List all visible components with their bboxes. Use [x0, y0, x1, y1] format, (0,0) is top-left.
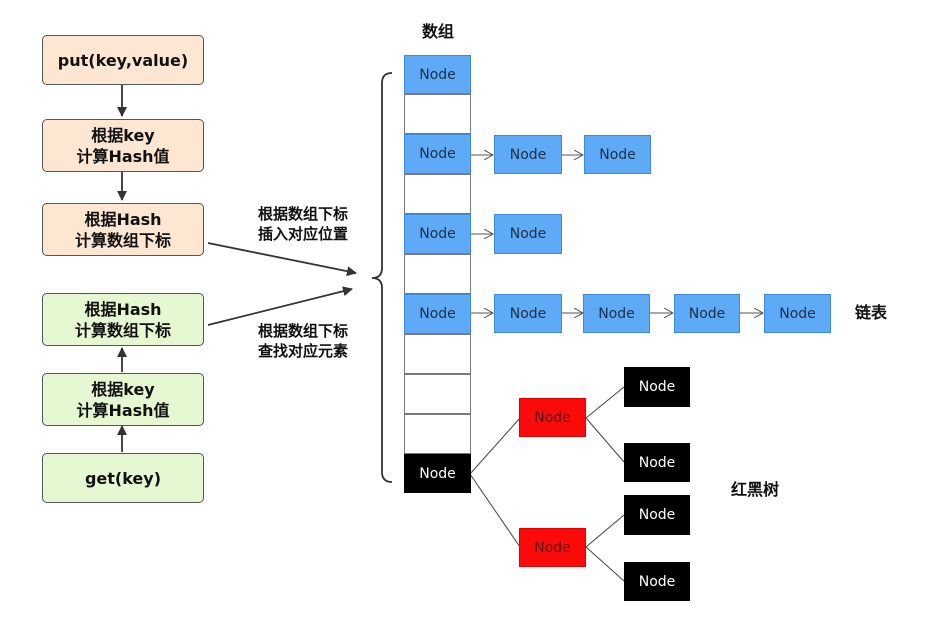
tree-red-node-1: Node: [519, 398, 586, 437]
put-to-array-arrow: [207, 242, 357, 277]
array-slot-0: Node: [404, 55, 471, 94]
put-arrow-label: 根据数组下标 插入对应位置: [257, 205, 348, 243]
array-slot-6: Node: [404, 294, 471, 334]
list-node-row2-1: Node: [494, 135, 562, 174]
array-slot-5: [404, 254, 471, 294]
list-node-row4-1: Node: [494, 214, 562, 254]
tree-black-leaf-4: Node: [624, 562, 690, 601]
linked-list-label: 链表: [854, 303, 887, 322]
list-node-row6-2: Node: [583, 294, 650, 333]
get-step-3: get(key): [42, 453, 204, 503]
get-step-1: 根据Hash 计算数组下标: [42, 293, 204, 346]
array-title: 数组: [421, 22, 454, 41]
get-arrow-label: 根据数组下标 查找对应元素: [257, 322, 348, 360]
list-node-row6-3: Node: [674, 294, 740, 333]
tree-red-node-2: Node: [519, 528, 586, 567]
array-slot-9: [404, 414, 471, 454]
array-slot-10: Node: [404, 454, 471, 493]
array-slot-1: [404, 94, 471, 134]
put-step-3: 根据Hash 计算数组下标: [42, 203, 204, 256]
list-node-row6-4: Node: [764, 294, 831, 333]
array-brace: [371, 72, 393, 483]
tree-black-leaf-2: Node: [624, 443, 690, 482]
tree-black-leaf-3: Node: [624, 495, 690, 535]
array-slot-8: [404, 374, 471, 414]
get-to-array-arrow: [207, 286, 353, 326]
array-slot-7: [404, 334, 471, 374]
array-slot-3: [404, 174, 471, 214]
tree-black-leaf-1: Node: [624, 367, 690, 407]
get-step-2: 根据key 计算Hash值: [42, 373, 204, 426]
array-slot-2: Node: [404, 134, 471, 174]
array-slot-4: Node: [404, 214, 471, 254]
put-step-2: 根据key 计算Hash值: [42, 119, 204, 172]
list-node-row2-2: Node: [584, 135, 651, 174]
list-node-row6-1: Node: [494, 294, 562, 333]
put-step-1: put(key,value): [42, 35, 204, 85]
red-black-tree-label: 红黑树: [730, 480, 779, 499]
